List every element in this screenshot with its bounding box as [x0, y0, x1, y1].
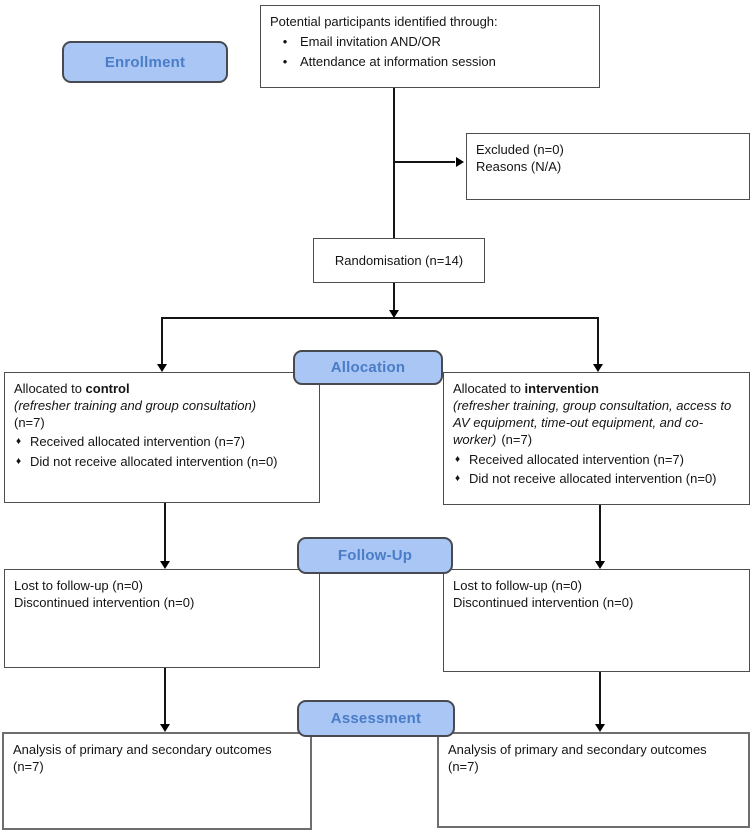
- randomisation-box: Randomisation (n=14): [313, 238, 485, 283]
- arrowhead-down-junction: [389, 310, 399, 318]
- followup-stage-label: Follow-Up: [297, 537, 453, 574]
- bullet-icon: •: [282, 54, 288, 70]
- intervention-analysis-text: Analysis of primary and secondary outcom…: [448, 742, 707, 775]
- arrowhead-right-excluded: [456, 157, 464, 167]
- control-allocation-bullet-2: ♦ Did not receive allocated intervention…: [14, 453, 310, 470]
- intervention-followup-line-2: Discontinued intervention (n=0): [453, 595, 634, 611]
- control-allocation-box: Allocated to control (refresher training…: [4, 372, 320, 503]
- connector-split-horizontal: [161, 317, 599, 319]
- excluded-box: Excluded (n=0) Reasons (N/A): [466, 133, 750, 200]
- control-allocation-bullet-1: ♦ Received allocated intervention (n=7): [14, 433, 310, 450]
- assessment-stage-label: Assessment: [297, 700, 455, 737]
- intervention-analysis-box: Analysis of primary and secondary outcom…: [437, 732, 750, 828]
- intervention-allocation-box: Allocated to intervention (refresher tra…: [443, 372, 750, 505]
- connector-split-left: [161, 317, 163, 365]
- intervention-allocation-heading-arm: intervention: [524, 381, 599, 396]
- identification-bullet-1-text: Email invitation AND/OR: [300, 34, 441, 50]
- intervention-allocation-heading-prefix: Allocated to: [453, 381, 525, 396]
- control-followup-line-2: Discontinued intervention (n=0): [14, 595, 195, 611]
- control-allocation-n: (n=7): [14, 415, 45, 431]
- intervention-allocation-bullet-1-text: Received allocated intervention (n=7): [469, 451, 684, 467]
- intervention-allocation-detail-line: (refresher training, group consultation,…: [453, 397, 740, 448]
- control-allocation-bullet-2-text: Did not receive allocated intervention (…: [30, 453, 278, 469]
- excluded-line-2: Reasons (N/A): [476, 159, 562, 175]
- intervention-allocation-n: (n=7): [501, 432, 533, 448]
- intervention-allocation-detail: (refresher training, group consultation,…: [453, 398, 732, 448]
- connector-branch-to-excluded: [394, 161, 455, 163]
- control-allocation-heading-prefix: Allocated to: [14, 381, 86, 396]
- diamond-bullet-icon: ♦: [16, 436, 22, 448]
- intervention-allocation-bullet-1: ♦ Received allocated intervention (n=7): [453, 451, 740, 468]
- intervention-followup-box: Lost to follow-up (n=0) Discontinued int…: [443, 569, 750, 672]
- randomisation-text: Randomisation (n=14): [334, 252, 464, 268]
- diamond-bullet-icon: ♦: [455, 472, 461, 484]
- control-followup-line-1: Lost to follow-up (n=0): [14, 578, 143, 593]
- identification-heading: Potential participants identified throug…: [270, 14, 498, 29]
- connector-intervention-followup-to-analysis: [599, 672, 601, 725]
- connector-control-followup-to-analysis: [164, 668, 166, 725]
- arrowhead-down-intervention-allocation: [593, 364, 603, 372]
- connector-intervention-allocation-to-followup: [599, 505, 601, 562]
- arrowhead-down-intervention-followup: [595, 561, 605, 569]
- connector-control-allocation-to-followup: [164, 503, 166, 562]
- enrollment-stage-text: Enrollment: [104, 53, 186, 71]
- connector-randomisation-down: [393, 283, 395, 311]
- followup-stage-text: Follow-Up: [337, 547, 413, 564]
- excluded-line-1: Excluded (n=0): [476, 142, 564, 157]
- identification-box: Potential participants identified throug…: [260, 5, 600, 88]
- control-allocation-heading-arm: control: [85, 381, 130, 396]
- allocation-stage-label: Allocation: [293, 350, 443, 385]
- control-allocation-bullet-1-text: Received allocated intervention (n=7): [30, 434, 245, 450]
- control-analysis-box: Analysis of primary and secondary outcom…: [2, 732, 312, 830]
- diamond-bullet-icon: ♦: [16, 455, 22, 467]
- diamond-bullet-icon: ♦: [455, 453, 461, 465]
- control-allocation-heading: Allocated to control: [14, 380, 310, 397]
- intervention-allocation-bullet-2: ♦ Did not receive allocated intervention…: [453, 470, 740, 487]
- bullet-icon: •: [282, 34, 288, 50]
- intervention-allocation-heading: Allocated to intervention: [453, 380, 740, 397]
- identification-bullet-2: • Attendance at information session: [270, 53, 590, 70]
- intervention-allocation-bullet-2-text: Did not receive allocated intervention (…: [469, 470, 717, 486]
- connector-split-right: [597, 317, 599, 365]
- allocation-stage-text: Allocation: [330, 359, 406, 376]
- control-followup-box: Lost to follow-up (n=0) Discontinued int…: [4, 569, 320, 668]
- identification-bullet-2-text: Attendance at information session: [300, 54, 496, 70]
- enrollment-stage-label: Enrollment: [62, 41, 228, 83]
- control-analysis-text: Analysis of primary and secondary outcom…: [13, 742, 272, 775]
- assessment-stage-text: Assessment: [330, 710, 422, 727]
- arrowhead-down-control-allocation: [157, 364, 167, 372]
- connector-identification-to-randomisation: [393, 88, 395, 238]
- control-allocation-detail: (refresher training and group consultati…: [14, 398, 257, 414]
- arrowhead-down-control-followup: [160, 561, 170, 569]
- arrowhead-down-control-analysis: [160, 724, 170, 732]
- identification-bullet-1: • Email invitation AND/OR: [270, 33, 590, 50]
- arrowhead-down-intervention-analysis: [595, 724, 605, 732]
- intervention-followup-line-1: Lost to follow-up (n=0): [453, 578, 582, 593]
